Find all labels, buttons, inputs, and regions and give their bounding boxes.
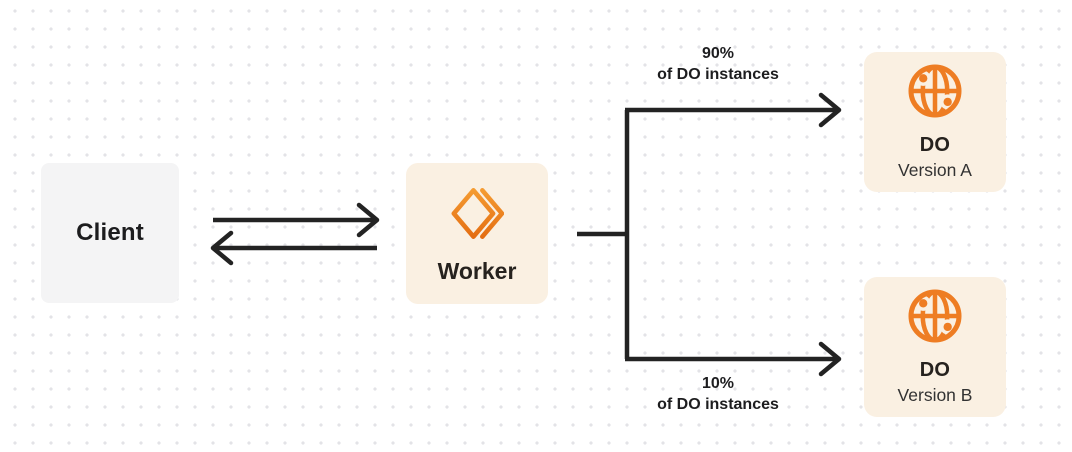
do-version-b-subtitle: Version B	[897, 385, 973, 405]
do-version-a-subtitle: Version A	[898, 160, 972, 180]
arrow-client-to-worker	[213, 202, 380, 238]
worker-node: Worker	[406, 163, 548, 304]
split-percent-10: 10%	[701, 375, 735, 392]
split-label-90: 90% of DO instances	[618, 43, 818, 85]
split-caption-10: of DO instances	[657, 396, 779, 413]
split-label-10: 10% of DO instances	[618, 373, 818, 415]
do-version-b-node: DO Version B	[864, 277, 1006, 417]
globe-icon	[908, 64, 962, 118]
split-percent-90: 90%	[701, 45, 735, 62]
do-version-a-title: DO	[919, 134, 951, 156]
do-version-b-title: DO	[919, 359, 951, 381]
arrow-to-do-version-b	[625, 341, 842, 377]
worker-node-label: Worker	[437, 258, 517, 284]
globe-icon	[908, 289, 962, 343]
arrow-to-do-version-a	[625, 92, 842, 128]
workers-chevron-icon	[451, 188, 504, 239]
client-node: Client	[41, 163, 179, 303]
branch-line	[577, 110, 630, 359]
arrow-worker-to-client	[210, 230, 377, 266]
client-node-label: Client	[76, 219, 144, 246]
split-caption-90: of DO instances	[657, 66, 779, 83]
do-version-a-node: DO Version A	[864, 52, 1006, 192]
